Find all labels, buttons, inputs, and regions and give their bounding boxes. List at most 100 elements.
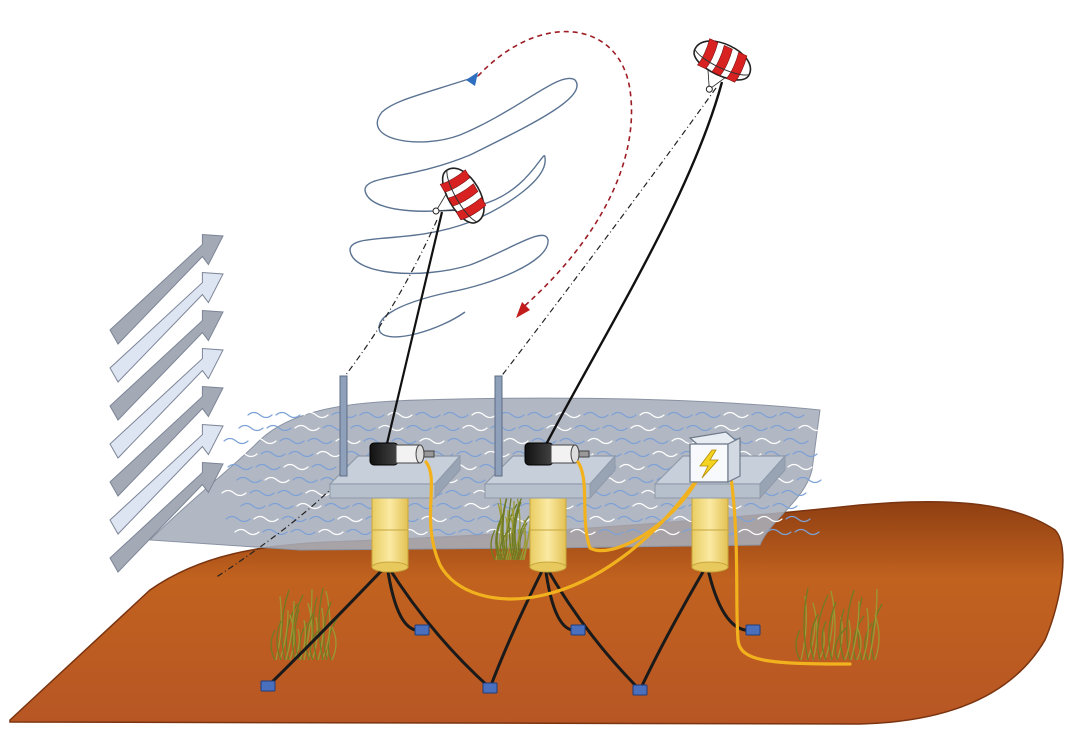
tether-left-dashed bbox=[344, 219, 438, 377]
flight-direction-arrow-icon bbox=[466, 72, 478, 86]
wave bbox=[667, 411, 693, 419]
wave bbox=[288, 450, 314, 458]
seaweed-group bbox=[270, 487, 883, 661]
wind-arrow-icon bbox=[109, 386, 224, 497]
anchor-icon bbox=[414, 624, 430, 636]
wave bbox=[458, 528, 484, 536]
wave bbox=[337, 515, 363, 523]
cable-1 bbox=[424, 460, 702, 601]
wave bbox=[232, 450, 258, 458]
wave bbox=[419, 437, 445, 445]
wave bbox=[596, 450, 622, 458]
wave bbox=[456, 450, 482, 458]
wave bbox=[751, 411, 777, 419]
cable-2 bbox=[576, 460, 702, 553]
wave bbox=[576, 502, 602, 510]
wave bbox=[268, 502, 294, 510]
wave bbox=[787, 463, 813, 471]
anchor-icon bbox=[570, 624, 586, 636]
wave bbox=[660, 502, 686, 510]
wave bbox=[723, 411, 749, 419]
wave bbox=[238, 424, 264, 432]
wave bbox=[794, 528, 820, 536]
wave bbox=[318, 528, 344, 536]
wave bbox=[430, 528, 456, 536]
wave bbox=[796, 476, 822, 484]
wave bbox=[477, 515, 503, 523]
launch-mast bbox=[339, 375, 348, 477]
wave bbox=[443, 411, 469, 419]
wave bbox=[619, 463, 645, 471]
wave bbox=[757, 515, 783, 523]
wave bbox=[275, 411, 301, 419]
mooring-line bbox=[543, 564, 642, 692]
wave bbox=[359, 411, 385, 419]
anchor-icon bbox=[482, 682, 498, 694]
kite-icon bbox=[432, 167, 487, 224]
return-path bbox=[477, 30, 633, 311]
wave bbox=[613, 489, 639, 497]
wind-arrow-icon bbox=[109, 348, 224, 459]
wave bbox=[654, 528, 680, 536]
tether-ground-dashed bbox=[214, 484, 336, 579]
pile bbox=[371, 494, 409, 568]
anchor-icon bbox=[745, 624, 761, 636]
wave bbox=[783, 437, 809, 445]
wave bbox=[260, 450, 286, 458]
wave bbox=[350, 424, 376, 432]
wave bbox=[695, 411, 721, 419]
mooring-line bbox=[266, 563, 389, 688]
wave bbox=[742, 424, 768, 432]
wave bbox=[234, 528, 260, 536]
lightning-bolt-icon bbox=[699, 449, 719, 479]
wave bbox=[587, 437, 613, 445]
mooring-line bbox=[638, 564, 709, 691]
wave bbox=[779, 411, 805, 419]
wave bbox=[624, 450, 650, 458]
wave bbox=[645, 515, 671, 523]
power-converter bbox=[688, 431, 742, 483]
figure-eight-path bbox=[349, 75, 578, 338]
tethers bbox=[214, 81, 724, 579]
wave bbox=[247, 411, 273, 419]
wave bbox=[387, 411, 413, 419]
wave bbox=[570, 528, 596, 536]
wave bbox=[632, 502, 658, 510]
wave bbox=[604, 502, 630, 510]
wave bbox=[449, 515, 475, 523]
wave bbox=[658, 424, 684, 432]
wave bbox=[307, 437, 333, 445]
wave bbox=[309, 515, 335, 523]
wave bbox=[671, 437, 697, 445]
wave bbox=[464, 502, 490, 510]
wave bbox=[445, 489, 471, 497]
wave bbox=[471, 411, 497, 419]
wave bbox=[316, 450, 342, 458]
wave bbox=[253, 515, 279, 523]
wave bbox=[686, 424, 712, 432]
wave bbox=[617, 515, 643, 523]
platforms bbox=[266, 375, 787, 692]
wind-arrows bbox=[109, 234, 224, 573]
tether-left bbox=[383, 211, 444, 453]
wave bbox=[766, 528, 792, 536]
wave bbox=[292, 476, 318, 484]
wave bbox=[744, 502, 770, 510]
wave bbox=[615, 437, 641, 445]
wave bbox=[555, 411, 581, 419]
wave bbox=[639, 411, 665, 419]
anchor-icon bbox=[632, 684, 648, 696]
wave bbox=[770, 424, 796, 432]
wave bbox=[755, 437, 781, 445]
wave bbox=[305, 489, 331, 497]
wave bbox=[574, 424, 600, 432]
wave bbox=[798, 424, 824, 432]
anchor-icon bbox=[260, 680, 276, 692]
wave bbox=[447, 437, 473, 445]
tether-right-dashed bbox=[499, 87, 717, 379]
wave bbox=[559, 437, 585, 445]
wave bbox=[279, 437, 305, 445]
wave bbox=[225, 515, 251, 523]
wave bbox=[251, 437, 277, 445]
